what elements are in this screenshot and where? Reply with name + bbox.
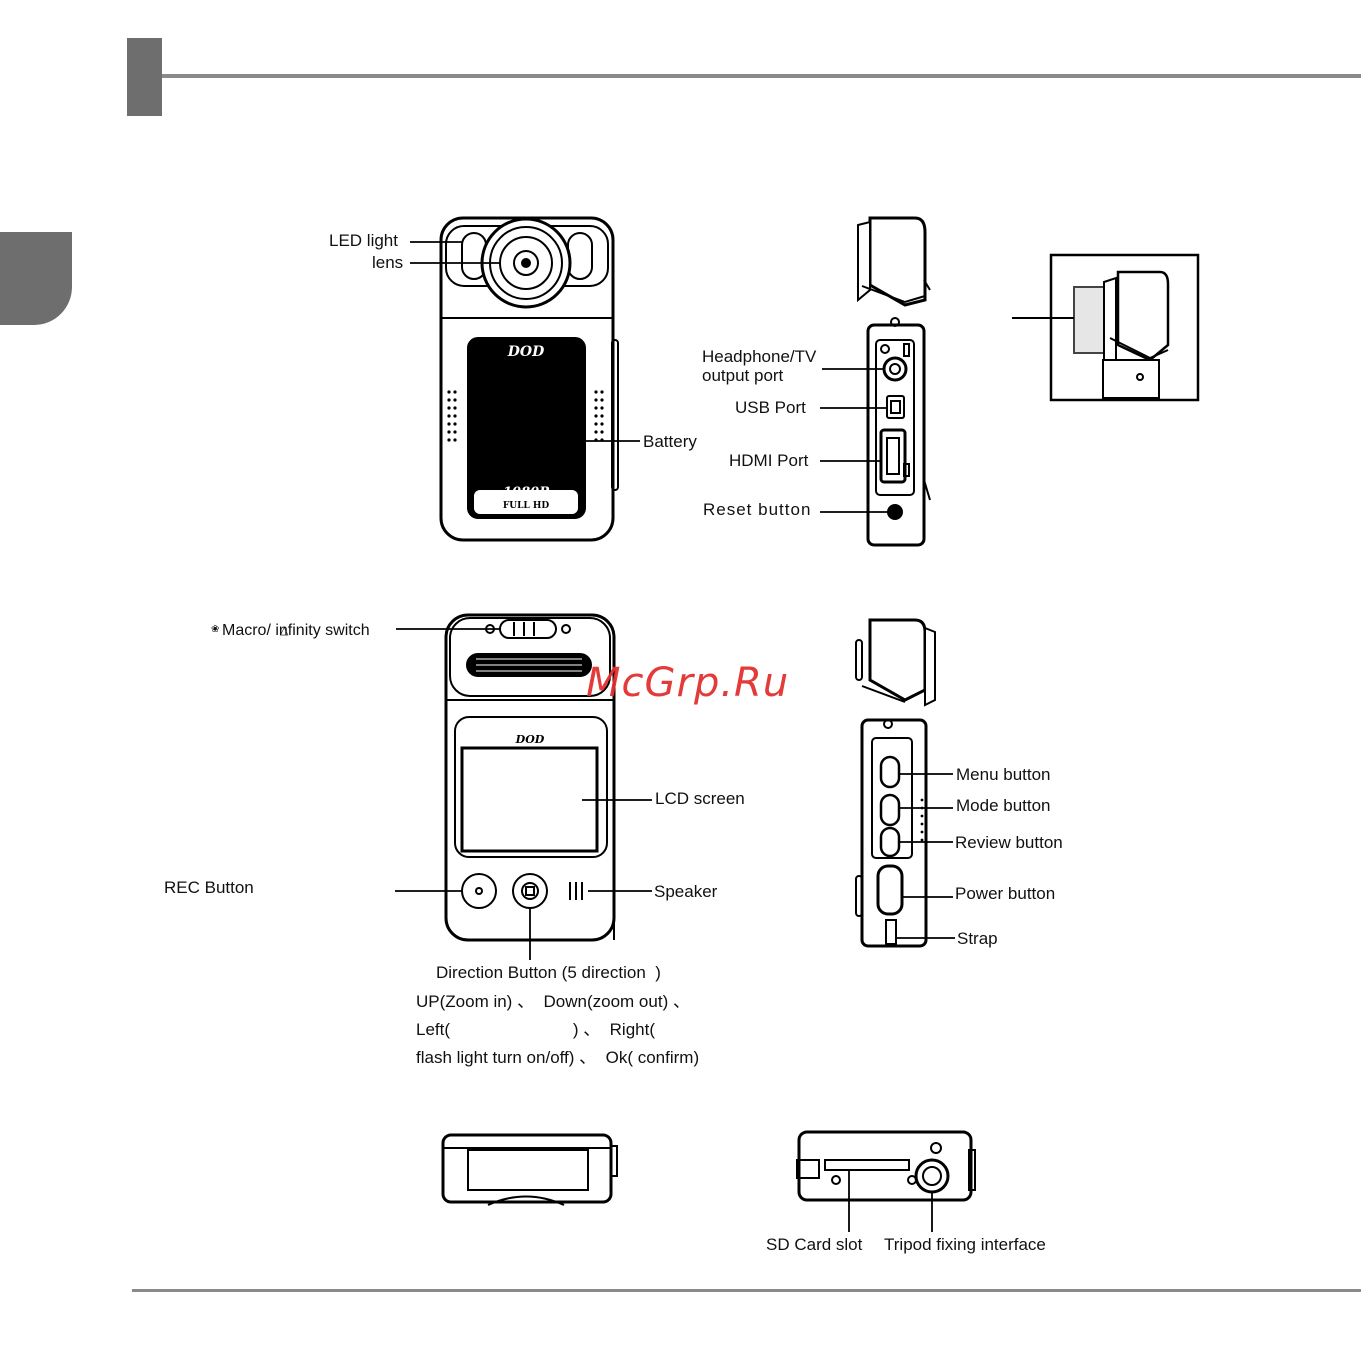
label-sd-card-slot: SD Card slot [766,1235,863,1254]
header-rule [162,74,1361,78]
label-macro-switch: Macro/ infinity switch [222,621,370,641]
label-menu-button: Menu button [956,765,1051,784]
label-macro-switch-text: Macro/ infinity switch [222,622,370,639]
back-view-camera [444,613,616,942]
macro-flower-icon: ❀ [211,624,220,635]
direction-text-line1: Direction Button (5 direction ) [436,963,661,982]
direction-text-line3: Left( ) 、 Right( [416,1020,655,1039]
label-strap: Strap [957,929,998,948]
top-view-camera [441,1133,618,1206]
label-tripod: Tripod fixing interface [884,1235,1046,1254]
label-battery: Battery [643,432,697,451]
label-review-button: Review button [955,833,1063,852]
bottom-view-camera [796,1130,976,1202]
label-headphone-line1: Headphone/TV [702,347,817,366]
label-power-button: Power button [955,884,1056,903]
brand-logo-front: DOD [507,344,545,360]
label-usb-port: USB Port [735,398,806,417]
side-view-ports [857,216,931,547]
label-lens: lens [372,253,404,272]
label-led-light: LED light [329,231,398,250]
direction-text-line4: flash light turn on/off) 、 Ok( confirm) [416,1048,700,1067]
lens-rotation-inset [1012,253,1200,402]
leader-lines [395,241,955,1232]
front-view-camera [439,216,619,542]
label-rec-button: REC Button [164,878,254,897]
brand-logo-back: DOD [515,733,545,746]
label-reset-button: Reset button [703,500,812,519]
side-view-buttons [855,618,936,948]
label-headphone-line2: output port [702,366,784,385]
full-hd-print: FULL HD [503,501,550,511]
label-hdmi-port: HDMI Port [729,451,809,470]
direction-text-line2: UP(Zoom in) 、 Down(zoom out) 、 [416,992,690,1011]
watermark: McGrp.Ru [586,660,790,706]
header-block [127,38,162,116]
label-speaker: Speaker [654,882,718,901]
label-lcd-screen: LCD screen [655,789,745,808]
side-tab [0,232,72,325]
infinity-mountain-icon: △ [280,625,289,637]
label-mode-button: Mode button [956,796,1051,815]
footer-rule [132,1289,1361,1292]
resolution-print: 1080P [503,485,550,500]
